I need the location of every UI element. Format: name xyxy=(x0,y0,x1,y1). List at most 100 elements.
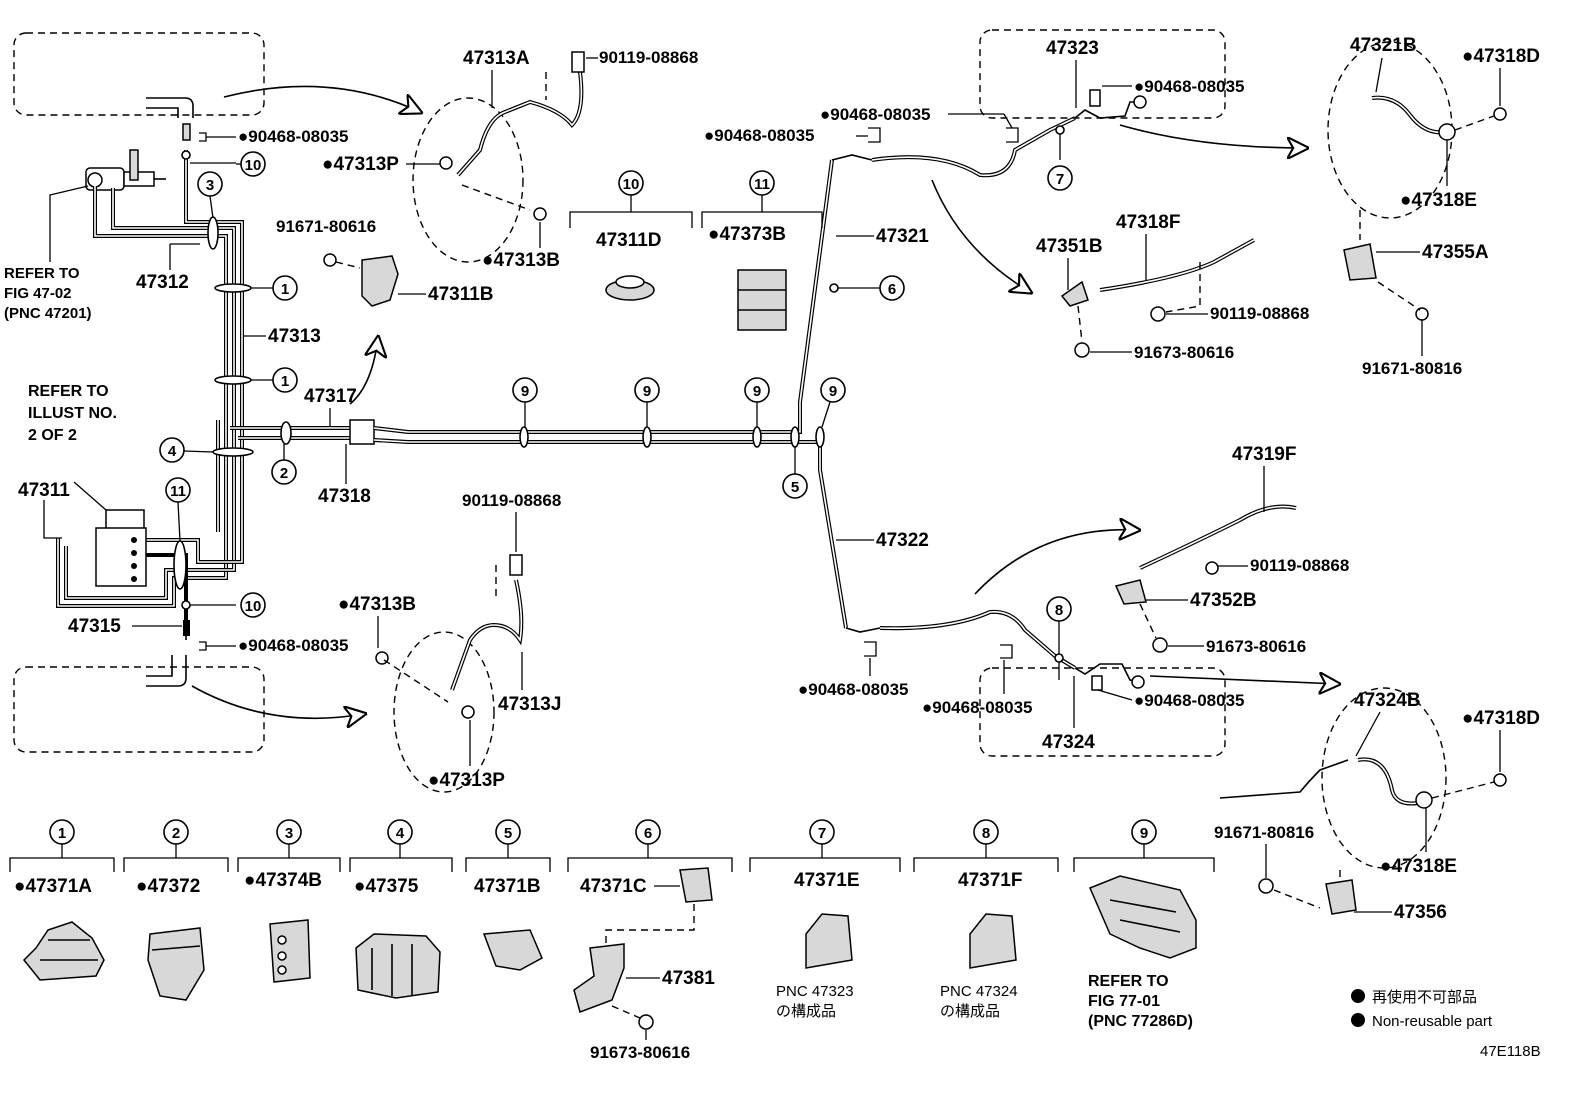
kit-label-47371b: 47371B xyxy=(474,876,541,897)
clip-47311b xyxy=(323,253,399,405)
label-90119-08868-top: 90119-08868 xyxy=(599,48,698,67)
callout-2-label: 2 xyxy=(280,465,288,482)
rear-left-line-detail xyxy=(1060,238,1255,358)
refer-illust-line1: REFER TO xyxy=(28,383,109,400)
kit-callout-6: 6 xyxy=(644,825,652,842)
label-47313: 47313 xyxy=(268,326,321,347)
label-47318d-top: ●47318D xyxy=(1462,46,1540,67)
label-47317: 47317 xyxy=(304,386,357,407)
label-90119-08868-bottom: 90119-08868 xyxy=(462,491,561,510)
kit-label-91673-80616: 91673-80616 xyxy=(590,1043,690,1062)
kit-label-47372: ●47372 xyxy=(136,876,200,897)
part-labels: 47312 47313 47317 47318 47311 47315 4731… xyxy=(18,35,1540,923)
clamp-1-lower xyxy=(214,375,252,385)
callout-8: 8 xyxy=(1055,602,1063,619)
callout-9-b: 9 xyxy=(643,383,651,400)
callout-9-a: 9 xyxy=(521,383,529,400)
label-90468-08035-e: ●90468-08035 xyxy=(1134,77,1244,96)
label-47318e-bottom: ●47318E xyxy=(1380,856,1457,877)
label-47315: 47315 xyxy=(68,616,121,637)
callout-3-label: 3 xyxy=(206,177,214,194)
label-47318: 47318 xyxy=(318,486,371,507)
label-47313p-top: ●47313P xyxy=(322,154,399,175)
kit-label-47371f: 47371F xyxy=(958,870,1022,891)
label-90468-08035-d: ●90468-08035 xyxy=(704,126,814,145)
label-91671-80816-top: 91671-80816 xyxy=(1362,359,1462,378)
clamp-4 xyxy=(212,447,254,457)
front-right-view-box xyxy=(13,655,364,753)
rear-left-view-box xyxy=(931,29,1306,292)
front-left-view-box xyxy=(13,32,420,118)
label-47319f: 47319F xyxy=(1232,444,1296,465)
label-91671-80616: 91671-80616 xyxy=(276,217,376,236)
kit-label-47381: 47381 xyxy=(662,968,715,989)
callout-9-d: 9 xyxy=(829,383,837,400)
label-90468-08035-f: ●90468-08035 xyxy=(798,680,908,699)
pnc-47324-line2: の構成品 xyxy=(940,1003,1000,1020)
kit-callout-8: 8 xyxy=(982,825,990,842)
label-47356: 47356 xyxy=(1394,902,1447,923)
refer-illust-line2: ILLUST NO. xyxy=(28,405,117,422)
pnc-47323-line2: の構成品 xyxy=(776,1003,836,1020)
refer-fig-77-01-line3: (PNC 77286D) xyxy=(1088,1013,1193,1030)
callout-4-label: 4 xyxy=(168,443,177,460)
label-47352b: 47352B xyxy=(1190,590,1257,611)
kit-callout-3: 3 xyxy=(285,825,293,842)
label-47322: 47322 xyxy=(876,530,929,551)
kit-callout-2: 2 xyxy=(172,825,180,842)
refer-fig-47-02-line3: (PNC 47201) xyxy=(4,305,92,322)
pnc-47324-line1: PNC 47324 xyxy=(940,983,1018,1000)
label-47318f: 47318F xyxy=(1116,212,1180,233)
line-47321 xyxy=(831,116,1076,178)
callout-10-bottom xyxy=(240,592,266,618)
label-90468-08035-h: ●90468-08035 xyxy=(1134,691,1244,710)
kit-label-47371c: 47371C xyxy=(580,876,647,897)
group-10-11-brackets xyxy=(569,211,823,331)
label-91671-80816-bottom: 91671-80816 xyxy=(1214,823,1314,842)
label-47321: 47321 xyxy=(876,226,929,247)
callout-11-group: 11 xyxy=(754,176,770,193)
label-47311: 47311 xyxy=(18,480,70,501)
callout-10-top xyxy=(240,151,266,177)
callout-5: 5 xyxy=(791,479,799,496)
label-47318d-bottom: ●47318D xyxy=(1462,708,1540,729)
label-91673-80616-a: 91673-80616 xyxy=(1134,343,1234,362)
label-91673-80616-b: 91673-80616 xyxy=(1206,637,1306,656)
label-90119-08868-right-a: 90119-08868 xyxy=(1210,304,1309,323)
label-47321b: 47321B xyxy=(1350,35,1417,56)
front-left-hose-detail xyxy=(412,51,585,263)
legend-en: Non-reusable part xyxy=(1372,1013,1493,1030)
label-90468-08035-c: ●90468-08035 xyxy=(820,105,930,124)
label-47324: 47324 xyxy=(1042,732,1095,753)
callout-10-bottom-label: 10 xyxy=(245,598,262,615)
label-47313b-top: ●47313B xyxy=(482,250,560,271)
callout-4 xyxy=(159,437,185,463)
label-47351b: 47351B xyxy=(1036,236,1103,257)
diagram-id: 47E118B xyxy=(1480,1043,1541,1060)
label-90468-08035-b: ●90468-08035 xyxy=(238,636,348,655)
clamp-2 xyxy=(280,421,292,445)
callout-1-lower-label: 1 xyxy=(281,373,289,390)
label-47355a: 47355A xyxy=(1422,242,1489,263)
callout-10-group: 10 xyxy=(623,176,640,193)
label-47318e-top: ●47318E xyxy=(1400,190,1477,211)
rear-right-line-detail xyxy=(1114,504,1297,653)
line-47322 xyxy=(845,530,1138,680)
label-47311b: 47311B xyxy=(428,284,494,305)
front-right-hose-detail xyxy=(375,554,524,793)
refer-fig-47-02-line1: REFER TO xyxy=(4,265,80,282)
label-47313b-bottom: ●47313B xyxy=(338,594,416,615)
kit-label-47371a: ●47371A xyxy=(14,876,92,897)
label-90119-08868-right-b: 90119-08868 xyxy=(1250,556,1349,575)
clamp-3 xyxy=(207,216,219,250)
master-cylinder xyxy=(49,149,166,262)
clamp-11 xyxy=(173,540,187,590)
clamp-kit-row: 1 ●47371A 2 ●47372 3 ●47374B 4 ●47375 xyxy=(9,819,1215,1062)
callout-7: 7 xyxy=(1056,171,1064,188)
front-line-unions xyxy=(181,123,236,651)
callout-11-left-label: 11 xyxy=(170,483,186,500)
label-47312: 47312 xyxy=(136,272,189,293)
label-47311d: 47311D xyxy=(596,230,662,251)
label-90468-08035-g: ●90468-08035 xyxy=(922,698,1032,717)
